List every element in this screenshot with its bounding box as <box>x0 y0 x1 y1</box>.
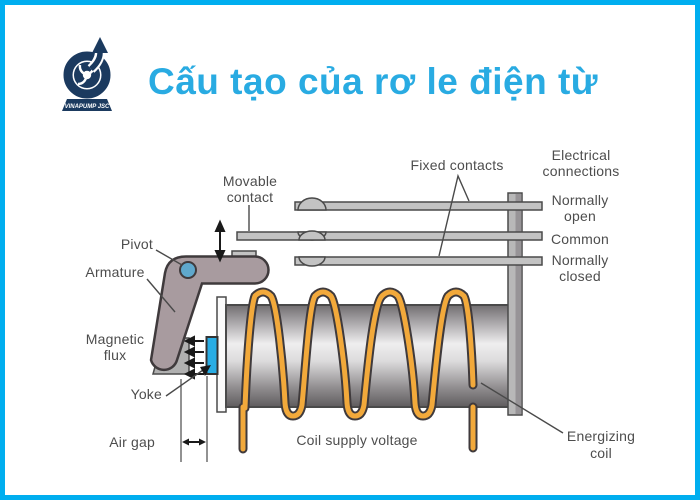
pivot-leader <box>155 249 183 266</box>
magnetic-flux-label: Magnetic <box>86 331 144 347</box>
movable-contact-label: Movable <box>223 173 277 189</box>
air-gap-arrow <box>182 438 206 446</box>
pump-logo-icon <box>62 37 112 111</box>
diagram-labels: Movable contact Fixed contacts Electrica… <box>85 147 635 461</box>
normally-closed-label: closed <box>559 268 601 284</box>
support-bracket <box>507 192 523 416</box>
movable-contact-lower <box>298 230 326 241</box>
yoke-pole-piece <box>205 336 219 375</box>
magnetic-flux-arrows <box>183 335 204 380</box>
yoke-leader-arrowhead <box>200 365 211 376</box>
normally-closed-label: Normally <box>552 252 609 268</box>
yoke-label: Yoke <box>131 386 162 402</box>
fixed-contacts-label: Fixed contacts <box>410 157 503 173</box>
normally-open-label: open <box>564 208 596 224</box>
pivot-label: Pivot <box>121 236 153 252</box>
air-gap-label: Air gap <box>109 434 155 450</box>
leader-lines <box>146 173 564 434</box>
page-title: Cấu tạo của rơ le điện từ <box>148 61 599 102</box>
coil-wire <box>240 289 476 452</box>
logo-text: VINAPUMP JSC <box>65 104 110 110</box>
armature-body <box>149 255 270 372</box>
fixed-contacts-leader <box>438 173 470 257</box>
coil-supply-voltage-label: Coil supply voltage <box>296 432 417 448</box>
common-label: Common <box>551 231 609 247</box>
armature-label: Armature <box>85 264 144 280</box>
upper-fixed-contact <box>297 197 327 211</box>
energizing-coil-label: Energizing <box>567 428 635 444</box>
motion-arrow <box>214 219 226 263</box>
normally-open-label: Normally <box>552 192 609 208</box>
relay-structure-diagram: Movable contact Fixed contacts Electrica… <box>85 147 635 462</box>
electrical-connections-label: connections <box>543 163 620 179</box>
magnetic-flux-label: flux <box>104 347 127 363</box>
normally-open-bar <box>294 201 543 211</box>
energizing-coil-leader <box>480 382 564 434</box>
common-movable-bar <box>236 231 543 241</box>
energizing-coil-label: coil <box>590 445 612 461</box>
movable-contact-label: contact <box>227 189 274 205</box>
contact-bars <box>231 197 543 267</box>
normally-closed-bar <box>294 256 543 266</box>
vinapump-logo: VINAPUMP JSC <box>62 37 112 111</box>
yoke-leader <box>165 369 204 397</box>
air-gap-dimension-lines <box>180 376 208 462</box>
electrical-connections-label: Electrical <box>552 147 611 163</box>
lower-fixed-contact <box>298 256 326 267</box>
coil-winding <box>238 287 478 454</box>
armature-leader <box>146 278 176 313</box>
pivot-pin <box>179 261 197 279</box>
